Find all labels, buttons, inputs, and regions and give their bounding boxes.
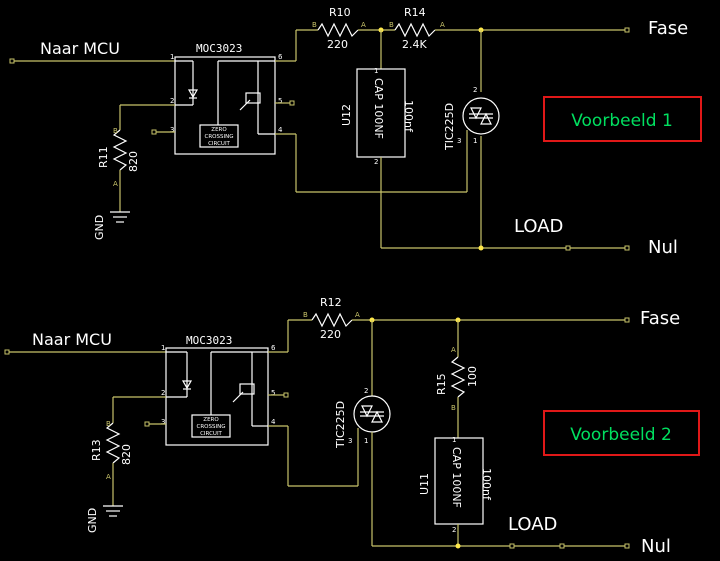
svg-text:1: 1 [374,67,378,75]
svg-text:3: 3 [457,137,461,145]
svg-text:2: 2 [170,97,174,105]
svg-text:B: B [113,127,118,135]
load-label-2: LOAD [508,514,557,535]
svg-text:CROSSING: CROSSING [205,134,234,140]
svg-text:A: A [440,21,445,29]
voorbeeld-2-box [543,410,700,456]
ic-name-1: MOC3023 [196,42,242,55]
svg-text:1: 1 [452,436,456,444]
circuit-2: Naar MCU MOC3023 1 2 3 6 5 4 ZERO CROSSI… [4,296,700,557]
svg-text:B: B [312,21,317,29]
nul-label-2: Nul [641,536,671,557]
svg-text:2: 2 [364,387,368,395]
svg-text:6: 6 [271,344,276,352]
circuit-1: Naar MCU MOC3023 1 2 3 6 5 4 ZERO CROSSI… [9,6,702,258]
triac-tic225d-1 [462,97,500,135]
voorbeeld-2-title: Voorbeeld 2 [570,425,672,445]
resistor-r14 [394,22,436,38]
svg-text:1: 1 [161,344,165,352]
svg-text:2: 2 [452,526,456,534]
svg-text:2: 2 [473,86,477,94]
mcu-terminal-1 [9,58,15,64]
load-label-1: LOAD [514,216,563,237]
svg-text:4: 4 [271,418,276,426]
svg-text:CIRCUIT: CIRCUIT [208,141,230,147]
svg-text:ZERO: ZERO [203,417,219,423]
fase-label-1: Fase [648,18,688,39]
svg-text:CAP 100NF: CAP 100NF [450,447,463,508]
svg-text:B: B [303,311,308,319]
svg-text:5: 5 [278,97,282,105]
capacitor-u11 [434,437,484,525]
svg-text:3: 3 [170,126,174,134]
mcu-label-2: Naar MCU [32,330,112,349]
triac-tic225d-2 [353,395,391,433]
svg-text:TIC225D: TIC225D [334,401,347,449]
svg-text:TIC225D: TIC225D [443,103,456,151]
svg-text:B: B [389,21,394,29]
svg-text:B: B [451,404,456,412]
svg-text:3: 3 [348,437,352,445]
resistor-r11 [112,129,128,171]
svg-text:A: A [113,180,118,188]
svg-text:1: 1 [364,437,368,445]
nul-terminal-2 [624,543,630,549]
svg-text:220: 220 [327,38,348,51]
svg-text:R15: R15 [435,373,448,395]
svg-text:820: 820 [127,151,140,172]
svg-text:4: 4 [278,126,283,134]
svg-text:ZERO: ZERO [211,127,227,133]
svg-text:A: A [361,21,366,29]
svg-text:B: B [106,420,111,428]
ic-name-2: MOC3023 [186,334,232,347]
gnd-label-2: GND [86,508,99,533]
mcu-label-1: Naar MCU [40,39,120,58]
fase-terminal-1 [624,27,630,33]
fase-label-2: Fase [640,308,680,329]
svg-text:U11: U11 [418,473,431,495]
svg-text:2: 2 [374,158,378,166]
svg-text:A: A [355,311,360,319]
svg-text:R14: R14 [404,6,426,19]
svg-text:CIRCUIT: CIRCUIT [200,431,222,437]
zero-crossing-block-2 [191,414,231,438]
svg-text:820: 820 [120,444,133,465]
gnd-label-1: GND [93,215,106,240]
resistor-r12 [311,312,353,328]
svg-text:100: 100 [466,366,479,387]
svg-text:A: A [106,473,111,481]
svg-text:R13: R13 [90,439,103,461]
nul-terminal-1 [624,245,630,251]
svg-text:U12: U12 [340,104,353,126]
svg-text:2.4K: 2.4K [402,38,427,51]
svg-text:1: 1 [170,53,174,61]
svg-text:R10: R10 [329,6,351,19]
svg-text:6: 6 [278,53,283,61]
voorbeeld-1-box [543,96,702,142]
svg-text:A: A [451,346,456,354]
resistor-r15 [450,356,466,398]
svg-text:CAP 100NF: CAP 100NF [372,78,385,139]
voorbeeld-1-title: Voorbeeld 1 [571,111,673,131]
fase-terminal-2 [624,317,630,323]
mcu-terminal-2 [4,349,10,355]
resistor-r13 [105,422,121,464]
svg-text:3: 3 [161,418,165,426]
svg-text:R12: R12 [320,296,342,309]
zero-crossing-block-1 [199,124,239,148]
svg-text:R11: R11 [97,146,110,168]
svg-text:100nf: 100nf [480,468,493,501]
resistor-r10 [317,22,359,38]
svg-text:5: 5 [271,389,275,397]
nul-label-1: Nul [648,237,678,258]
svg-text:220: 220 [320,328,341,341]
svg-text:CROSSING: CROSSING [197,424,226,430]
svg-text:100nf: 100nf [402,100,415,133]
svg-text:1: 1 [473,137,477,145]
svg-text:2: 2 [161,389,165,397]
